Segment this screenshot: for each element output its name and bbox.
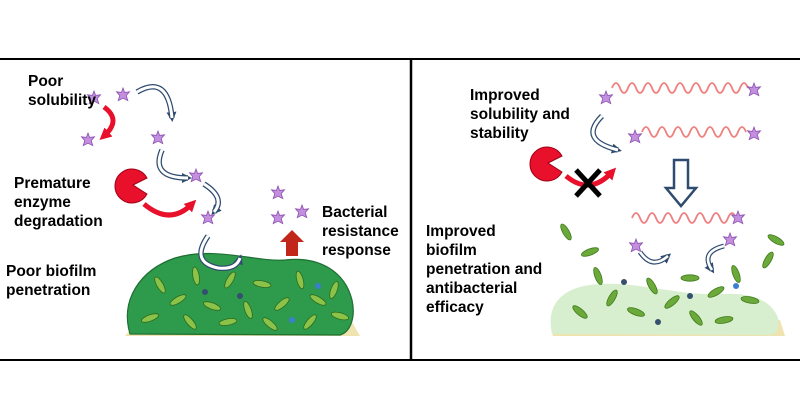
polymer-chain-icon xyxy=(611,82,749,94)
bacterium-icon xyxy=(766,232,786,248)
drug-star-icon xyxy=(747,82,761,96)
curved-arrow-icon xyxy=(135,84,177,122)
label-poor-solubility: Poor solubility xyxy=(28,73,97,109)
drug-star-icon xyxy=(151,130,165,145)
curved-arrow-fill xyxy=(638,251,669,264)
drug-star-icon xyxy=(271,185,285,200)
curved-arrow-icon xyxy=(142,199,197,218)
drug-star-icon xyxy=(747,126,761,141)
polymer-chain-icon xyxy=(631,212,737,224)
curved-arrow-fill xyxy=(591,114,619,152)
down-arrow-icon xyxy=(663,158,699,208)
spore-icon xyxy=(687,293,693,299)
drug-star-icon xyxy=(201,210,215,225)
spore-icon xyxy=(202,289,208,295)
curved-arrow-icon xyxy=(99,104,116,140)
up-arrow-icon xyxy=(280,230,304,256)
drug-star-icon xyxy=(295,204,309,219)
curved-arrow-fill xyxy=(203,182,220,213)
bacterium-icon xyxy=(580,245,600,259)
drug-star-icon xyxy=(116,87,130,101)
spore-icon xyxy=(655,319,661,325)
label-improved-penetration: Improved biofilm penetration and antibac… xyxy=(426,223,543,316)
left-panel-graphics xyxy=(81,84,360,336)
drug-star-icon xyxy=(271,210,285,225)
polymer-chain-icon xyxy=(641,126,747,138)
spore-icon xyxy=(289,317,295,323)
drug-star-icon xyxy=(628,129,642,144)
bacterium-icon xyxy=(558,222,574,242)
spore-icon xyxy=(237,293,243,299)
spore-icon xyxy=(315,283,321,289)
block-x-icon xyxy=(574,168,602,198)
biofilm-bacteria-left xyxy=(140,266,350,333)
label-improved-solubility: Improved solubility and stability xyxy=(470,87,570,142)
curved-arrow-fill xyxy=(136,85,174,119)
label-premature-degradation: Premature enzyme degradation xyxy=(14,175,103,230)
bacterium-icon xyxy=(680,274,700,282)
drug-star-icon xyxy=(81,132,95,147)
spore-icon xyxy=(621,279,627,285)
curved-arrow-fill xyxy=(199,235,242,270)
spore-icon xyxy=(733,283,739,289)
curved-arrow-fill xyxy=(706,244,725,271)
drug-star-icon xyxy=(629,238,643,253)
enzyme-pacman-icon xyxy=(114,168,148,204)
drug-star-icon xyxy=(599,90,613,104)
bacterium-icon xyxy=(729,264,743,284)
curved-arrow-fill xyxy=(157,149,189,180)
label-poor-penetration: Poor biofilm penetration xyxy=(6,263,97,299)
light-biofilm xyxy=(550,283,779,335)
label-bacterial-resistance: Bacterial resistance response xyxy=(322,204,399,259)
scattered-bacteria-right xyxy=(558,222,786,328)
right-panel-graphics xyxy=(529,82,786,336)
bacterium-icon xyxy=(591,266,605,286)
drug-star-icon xyxy=(723,232,737,247)
bacterium-icon xyxy=(760,250,776,270)
drug-star-icon xyxy=(189,168,203,183)
enzyme-pacman-icon xyxy=(529,146,563,182)
